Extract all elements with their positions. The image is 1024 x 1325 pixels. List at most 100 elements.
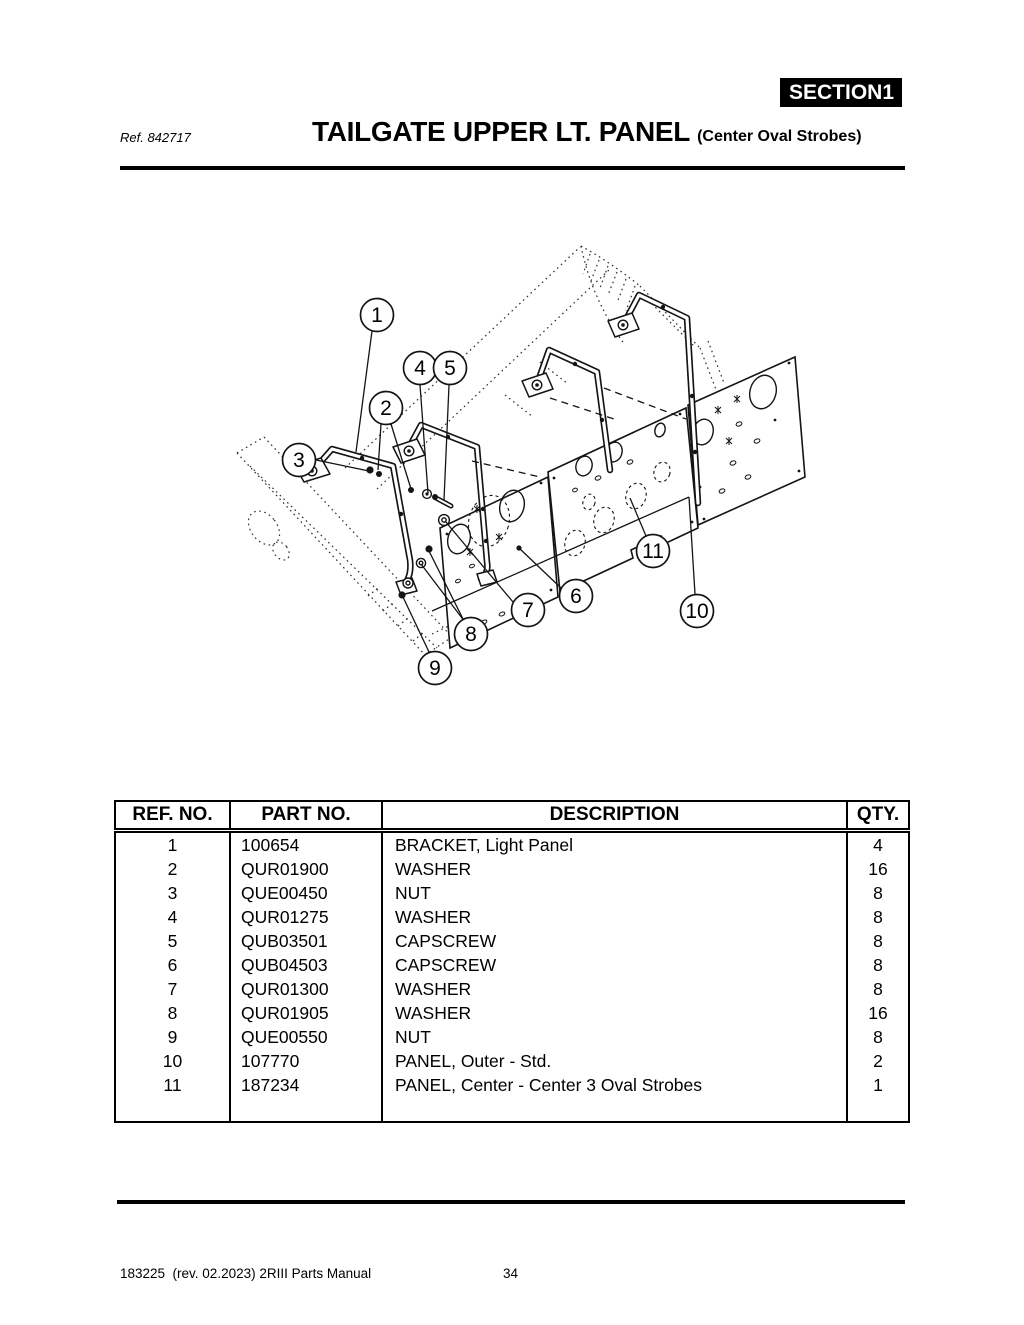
cell-qty: 4 <box>873 835 883 855</box>
title-row: TAILGATE UPPER LT. PANEL (Center Oval St… <box>312 116 862 148</box>
callout-1 <box>359 297 395 333</box>
leader-line-6 <box>518 547 562 589</box>
cell-part-no: QUR01905 <box>230 1001 383 1025</box>
cell-description: PANEL, Center - Center 3 Oval Strobes <box>382 1073 848 1097</box>
cell-qty: 8 <box>873 883 883 903</box>
cell-qty: 8 <box>873 1027 883 1047</box>
callout-number-8: 8 <box>465 623 477 646</box>
callout-7 <box>510 592 546 628</box>
cell-ref-no: 2 <box>115 857 231 881</box>
cell-qty: 16 <box>868 1003 888 1023</box>
cell-ref-no: 10 <box>115 1049 231 1073</box>
leader-line-2 <box>390 423 412 490</box>
footer-rule <box>117 1200 905 1204</box>
footer-page-number: 34 <box>503 1266 519 1281</box>
cell-part-no: QUB03501 <box>230 929 383 953</box>
cell-part-no: 107770 <box>230 1049 383 1073</box>
cell-part-no: QUR01275 <box>230 905 383 929</box>
cell-ref-no: 11 <box>115 1073 231 1097</box>
callout-number-2: 2 <box>380 397 392 420</box>
bracket-light-panel-1 <box>294 445 418 596</box>
leader-line-8 <box>420 563 466 623</box>
cell-qty: 8 <box>873 955 883 975</box>
leader-line-10 <box>688 496 696 595</box>
callout-number-11: 11 <box>642 540 664 563</box>
cell-part-no: 187234 <box>230 1073 383 1097</box>
cell-description: WASHER <box>382 857 848 881</box>
leader-line-3 <box>315 459 370 472</box>
cell-ref-no: 7 <box>115 977 231 1001</box>
cell-description: WASHER <box>382 977 848 1001</box>
page-subtitle: (Center Oval Strobes) <box>697 128 862 145</box>
callout-9 <box>417 650 453 686</box>
cell-part-no: QUR01900 <box>230 857 383 881</box>
cell-ref-no: 1 <box>115 830 231 857</box>
cell-part-no: 100654 <box>230 830 383 857</box>
assembly-axis-dashed <box>471 387 687 478</box>
cell-part-no: QUB04503 <box>230 953 383 977</box>
leader-line-5 <box>443 384 450 501</box>
callout-number-7: 7 <box>522 599 534 622</box>
cell-description: BRACKET, Light Panel <box>382 830 848 857</box>
leader-line-11 <box>629 497 647 537</box>
cell-ref-no: 9 <box>115 1025 231 1049</box>
cell-part-no: QUE00450 <box>230 881 383 905</box>
cell-empty <box>847 1097 909 1122</box>
cell-empty <box>115 1097 231 1122</box>
table-filler-row <box>115 1097 909 1122</box>
cell-description: CAPSCREW <box>382 929 848 953</box>
cell-ref-no: 3 <box>115 881 231 905</box>
cell-qty: 8 <box>873 931 883 951</box>
section-number: 1 <box>882 80 895 104</box>
capscrew-item5 <box>432 494 454 509</box>
cell-qty: 2 <box>873 1051 883 1071</box>
washer-item2-a <box>376 471 382 477</box>
page-title: TAILGATE UPPER LT. PANEL <box>312 116 691 147</box>
cell-description: CAPSCREW <box>382 953 848 977</box>
cell-ref-no: 4 <box>115 905 231 929</box>
nut-item9 <box>398 591 406 599</box>
callout-leader-lines <box>315 330 696 653</box>
callout-number-3: 3 <box>293 449 305 472</box>
panel-outer-right <box>687 355 806 527</box>
washer-item8-a <box>425 545 433 553</box>
column-header: PART NO. <box>230 801 383 833</box>
callout-3 <box>281 442 317 478</box>
callout-5 <box>432 350 468 386</box>
bracket-light-panel-2 <box>392 421 498 587</box>
callout-6 <box>558 578 594 614</box>
leader-line-7 <box>444 520 514 603</box>
column-header: REF. NO. <box>115 801 231 833</box>
bracket-bolt-dots <box>359 304 698 544</box>
callout-number-10: 10 <box>685 600 708 623</box>
washer-item2-b <box>408 487 414 493</box>
cell-qty: 1 <box>873 1075 883 1095</box>
leader-line-8 <box>428 550 464 620</box>
nut-item3 <box>366 466 374 474</box>
leader-line-4 <box>419 384 429 494</box>
cell-description: PANEL, Outer - Std. <box>382 1049 848 1073</box>
cell-part-no: QUR01300 <box>230 977 383 1001</box>
cell-ref-no: 5 <box>115 929 231 953</box>
section-badge: SECTION 1 <box>780 78 902 107</box>
callout-number-6: 6 <box>570 585 582 608</box>
callout-number-4: 4 <box>414 357 426 380</box>
callout-8 <box>453 616 489 652</box>
cell-ref-no: 6 <box>115 953 231 977</box>
fastener-hardware <box>366 466 454 599</box>
leader-line-2 <box>377 423 382 471</box>
column-header: QTY. <box>847 801 909 833</box>
